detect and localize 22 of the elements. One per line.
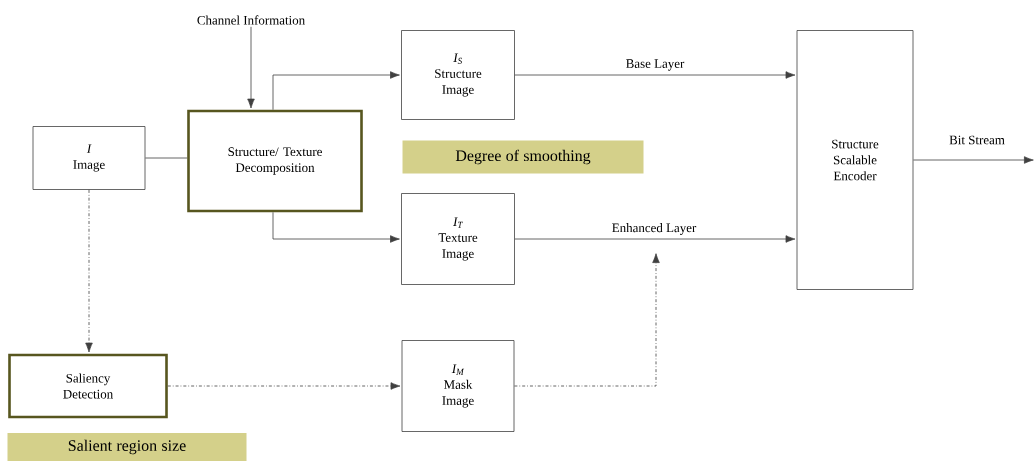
process-box: I$_{M}$ Mask Image [401,340,515,432]
edge-label: Enhanced Layer [610,222,698,236]
arrow [247,26,255,109]
process-box: Structure/ Texture Decomposition [187,109,363,213]
process-box: I$_{T}$ Texture Image [401,193,515,285]
input-label: Channel Information [197,15,305,25]
arrow [272,71,400,111]
arrow [514,253,660,387]
arrow [514,71,796,79]
arrow [272,211,400,243]
edge-label: Bit Stream [948,134,1006,146]
highlight-band: Salient region size [7,433,247,461]
arrow [85,189,93,353]
process-box: I Image [32,126,146,190]
highlight-band: Degree of smoothing [402,140,644,174]
arrow [913,156,1034,164]
edge-label: Base Layer [624,58,686,72]
arrow [167,382,401,390]
process-box: I$_{S}$ Structure Image [401,30,515,120]
arrow [514,235,796,243]
process-box: Saliency Detection [8,353,168,419]
process-box: Structure Scalable Encoder [796,30,914,290]
